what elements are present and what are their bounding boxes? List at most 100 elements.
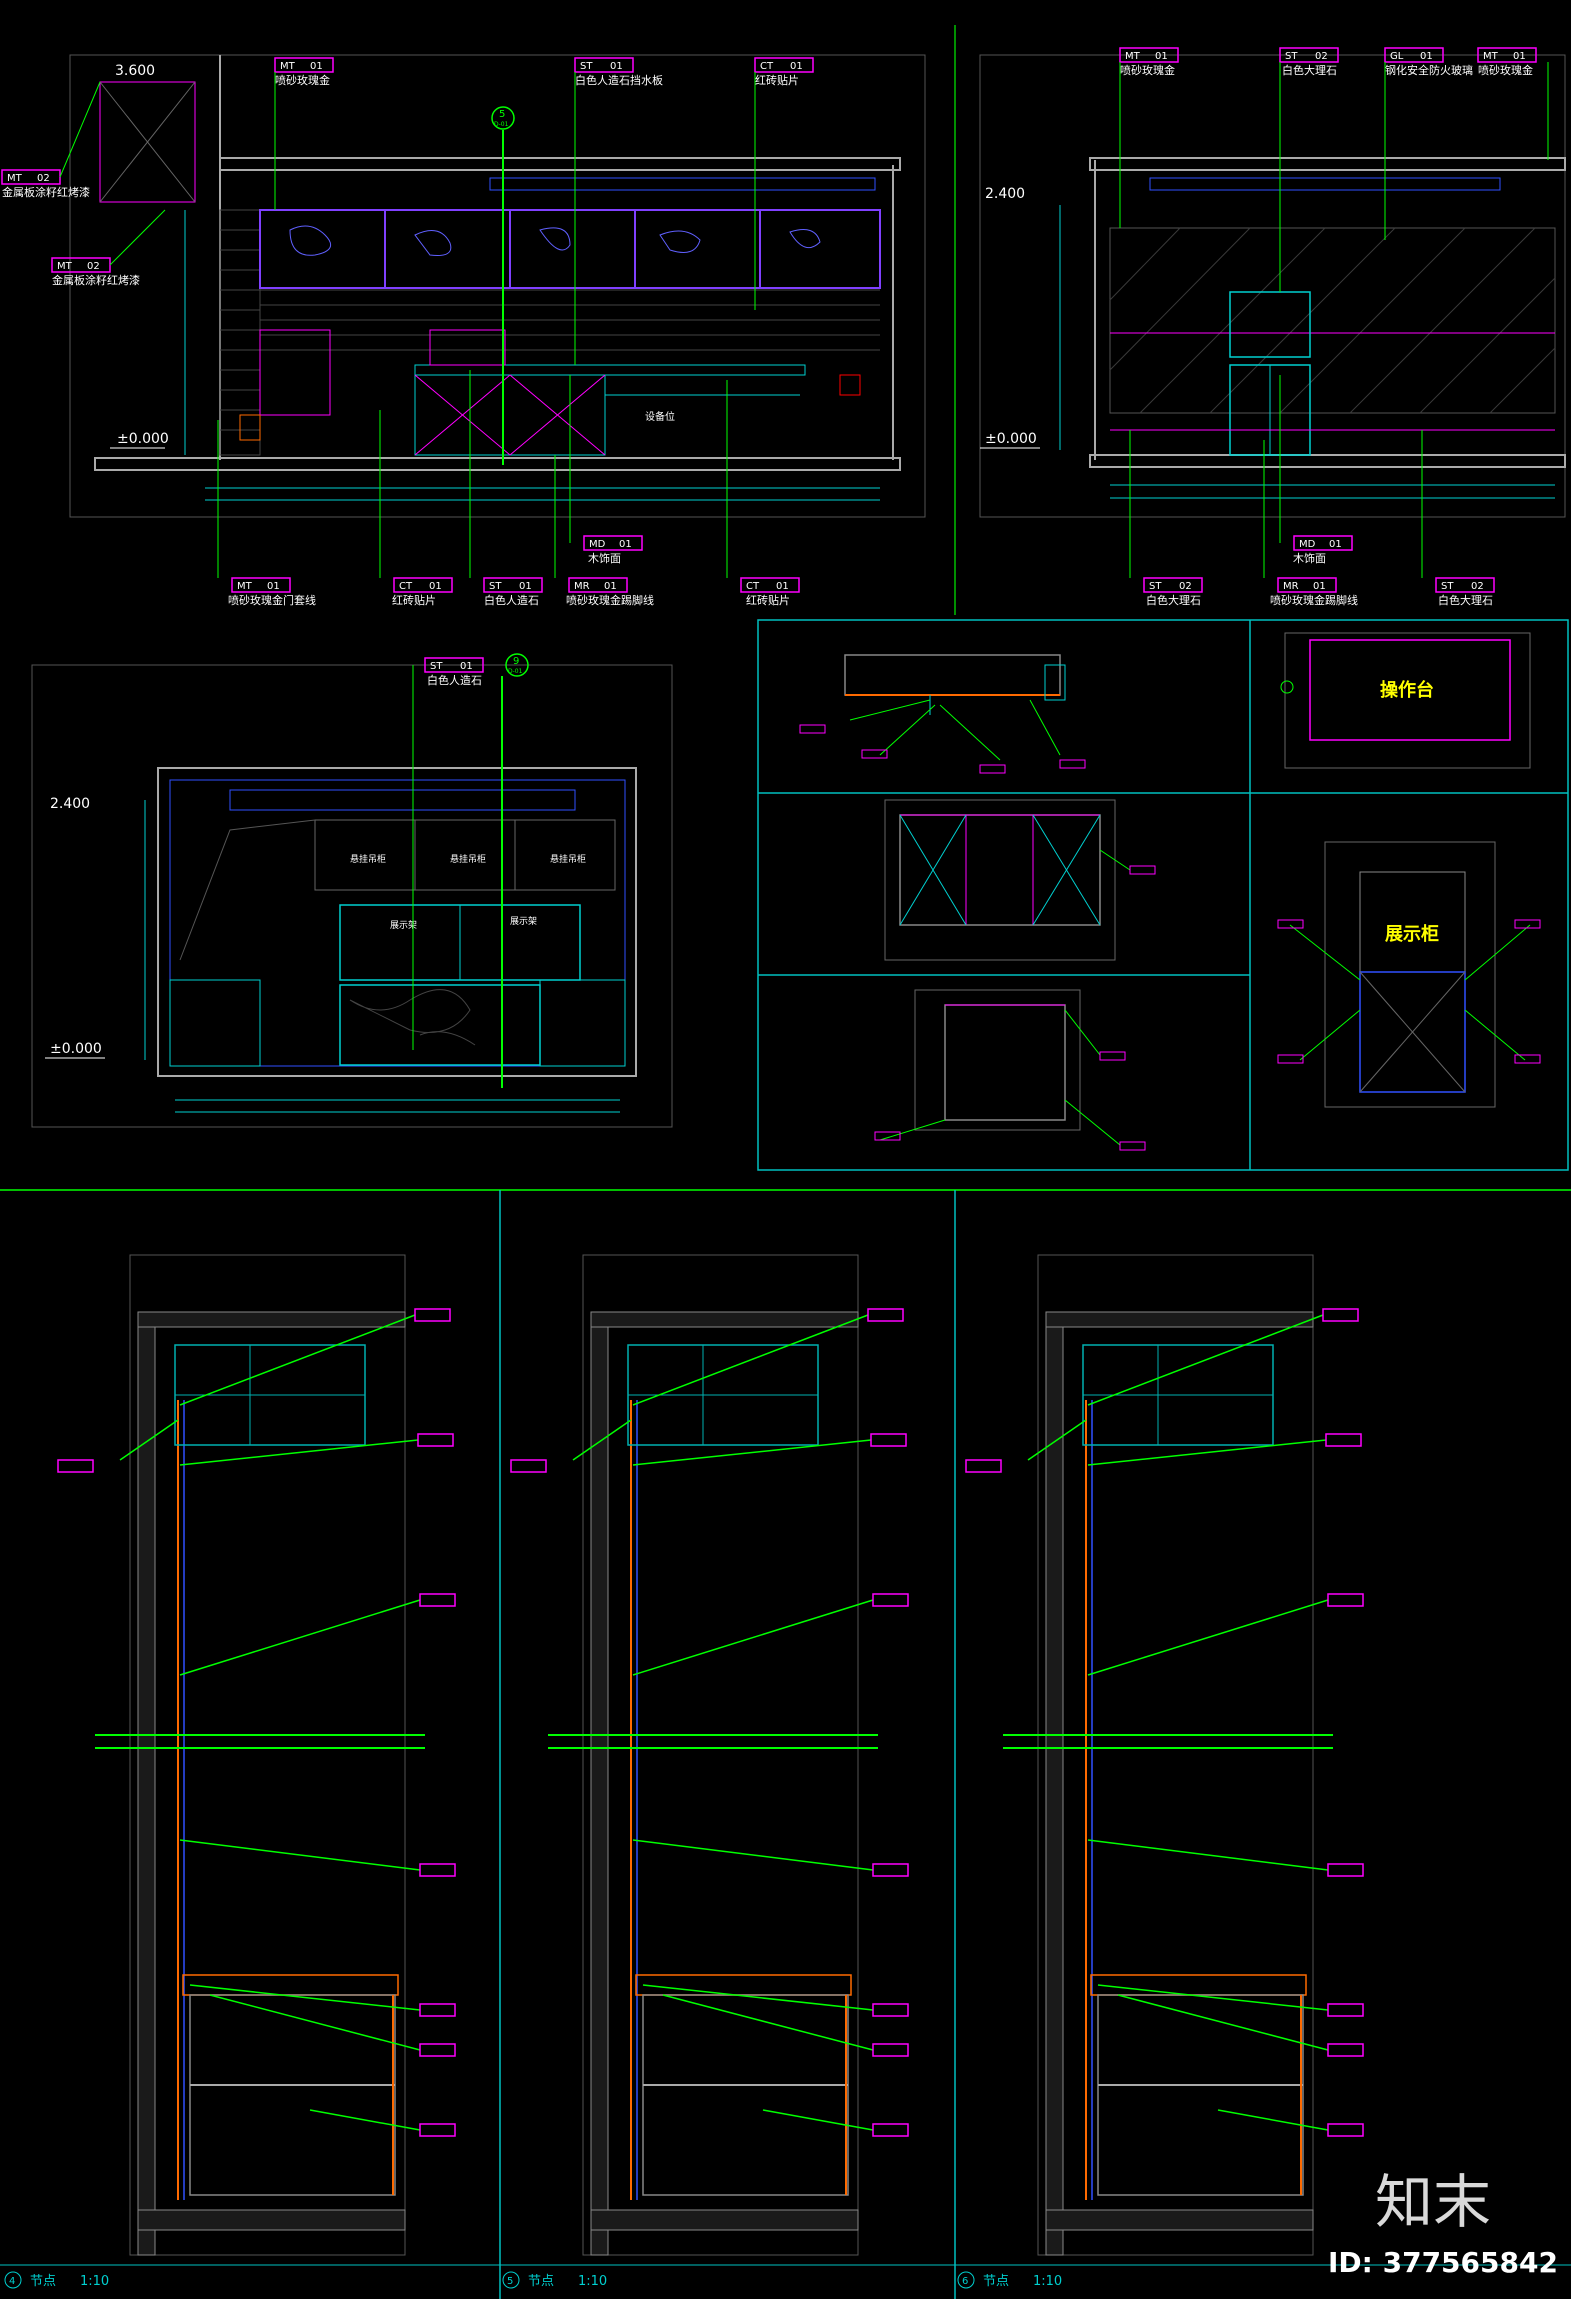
section-6-wall [1045,1311,1064,2256]
section-6-leader-7 [1217,2109,1329,2131]
watermark: 知末 ID: 377565842 [1328,2168,1558,2279]
showcase-drawing [1277,841,1541,1108]
elevation-a-upper-cabinets [259,177,881,289]
elevation-c-level-zero: ±0.000 [50,1041,102,1057]
elevation-a-bottom-tag-1: MT 01 喷砂玫瑰金门套线 [217,420,316,607]
section-4-tag-left [57,1459,94,1473]
svg-text:01: 01 [1329,539,1342,550]
detail-1-drawing [799,654,1086,774]
section-6-tag-3 [1327,1593,1364,1607]
section-6-leader-2 [1087,1439,1327,1466]
section-6-floor-slab [1045,2209,1314,2231]
section-4-tag-5 [419,2003,456,2017]
section-5-leader-6 [662,1994,874,2051]
elevation-a-section-mark [491,106,515,130]
section-6-tag-5 [1327,2003,1364,2017]
section-title-5: 5 节点 1:10 [502,2271,607,2289]
elevation-b-frame [979,54,1566,518]
elevation-c-display-label-1: 展示架 [390,920,417,931]
section-6-tag-2 [1325,1433,1362,1447]
svg-text:01: 01 [1513,51,1526,62]
elevation-c-display-label-2: 展示架 [510,916,537,927]
svg-text:4: 4 [9,2276,15,2287]
elevation-b-bottom-tag-3: MR 01 喷砂玫瑰金踢脚线 [1263,440,1358,607]
svg-text:ST: ST [580,61,593,72]
elevation-c-section-mark-num: 9 [513,656,519,667]
section-4-leader-3 [179,1599,421,1676]
detail-3-drawing [874,989,1146,1151]
elevation-c-cabinet-label-2: 悬挂吊柜 [450,853,486,865]
elevation-a-tag-left-2: MT 02 金属板涂籽红烤漆 [51,209,166,287]
section-4-wall [137,1311,156,2256]
section-5-floor-slab [590,2209,859,2231]
svg-text:CT: CT [760,61,774,72]
section-4-tag-4 [419,1863,456,1877]
elevation-a-section-mark-ref: D-01 [494,121,509,128]
section-4-leader-5 [189,1984,421,2011]
section-5-leader-3 [632,1599,874,1676]
section-5-tag-5 [872,2003,909,2017]
elevation-a-bottom-tag-6: CT 01 红砖贴片 [726,380,800,607]
elevation-b-glass-hatch [1109,227,1556,414]
svg-text:01: 01 [460,661,473,672]
section-5-tag-7 [872,2123,909,2137]
svg-text:木饰面: 木饰面 [588,551,621,565]
elevation-b-tag-3: GL 01 钢化安全防火玻璃 [1384,47,1473,240]
elevation-a-brick-wall [219,209,880,456]
section-4-tag-7 [419,2123,456,2137]
elevation-b-level-zero: ±0.000 [985,431,1037,447]
svg-text:喷砂玫瑰金: 喷砂玫瑰金 [1478,63,1533,77]
section-4-leader-7 [309,2109,421,2131]
svg-text:ST: ST [1149,581,1162,592]
svg-text:01: 01 [429,581,442,592]
svg-text:ST: ST [1285,51,1298,62]
svg-text:01: 01 [519,581,532,592]
elevation-a-bottom-tag-5: MD 01 木饰面 [569,375,643,565]
svg-text:节点: 节点 [30,2274,56,2289]
section-4-tag-2 [417,1433,454,1447]
svg-text:MD: MD [1299,539,1316,550]
svg-text:喷砂玫瑰金: 喷砂玫瑰金 [1120,63,1175,77]
svg-text:02: 02 [1471,581,1484,592]
svg-text:白色人造石挡水板: 白色人造石挡水板 [575,73,663,87]
section-5-wall [590,1311,609,2256]
section-5-leader-left [572,1419,632,1461]
svg-text:ST: ST [430,661,443,672]
svg-text:01: 01 [610,61,623,72]
svg-text:1:10: 1:10 [1033,2274,1062,2289]
console-center-mark [1280,680,1294,694]
elevation-a-slab [94,457,901,471]
elevation-a-level-zero: ±0.000 [117,431,169,447]
svg-text:节点: 节点 [983,2274,1009,2289]
elevation-b-service-window [1229,291,1311,358]
svg-text:红砖贴片: 红砖贴片 [755,73,799,87]
svg-text:1:10: 1:10 [578,2274,607,2289]
section-6-leader-1 [1087,1314,1324,1406]
section-4-leader-left [119,1419,179,1461]
elevation-b-tag-2: ST 02 白色大理石 [1279,47,1339,292]
svg-text:01: 01 [1155,51,1168,62]
elevation-a-bottom-tag-3: ST 01 白色人造石 [469,370,543,607]
section-5-leader-7 [762,2109,874,2131]
elevation-c-cabinet-label-3: 悬挂吊柜 [550,853,586,865]
svg-text:白色人造石: 白色人造石 [484,593,539,607]
svg-text:01: 01 [604,581,617,592]
svg-text:02: 02 [1179,581,1192,592]
elevation-b-slab [1089,454,1566,468]
svg-text:喷砂玫瑰金踢脚线: 喷砂玫瑰金踢脚线 [566,593,654,607]
elevation-c-upper-cabinet-row [314,819,616,891]
svg-text:MD: MD [589,539,606,550]
svg-text:喷砂玫瑰金门套线: 喷砂玫瑰金门套线 [228,593,316,607]
elevation-c-cabinet-label-1: 悬挂吊柜 [350,853,386,865]
section-5-tag-2 [870,1433,907,1447]
section-title-6: 6 节点 1:10 [957,2271,1062,2289]
section-5-tag-1 [867,1308,904,1322]
svg-text:MR: MR [1283,581,1299,592]
watermark-id: ID: 377565842 [1328,2246,1558,2279]
section-4-leader-6 [209,1994,421,2051]
section-6-frame [1037,1254,1314,2256]
svg-text:01: 01 [776,581,789,592]
section-6-leader-left [1027,1419,1087,1461]
svg-text:MT: MT [237,581,253,592]
